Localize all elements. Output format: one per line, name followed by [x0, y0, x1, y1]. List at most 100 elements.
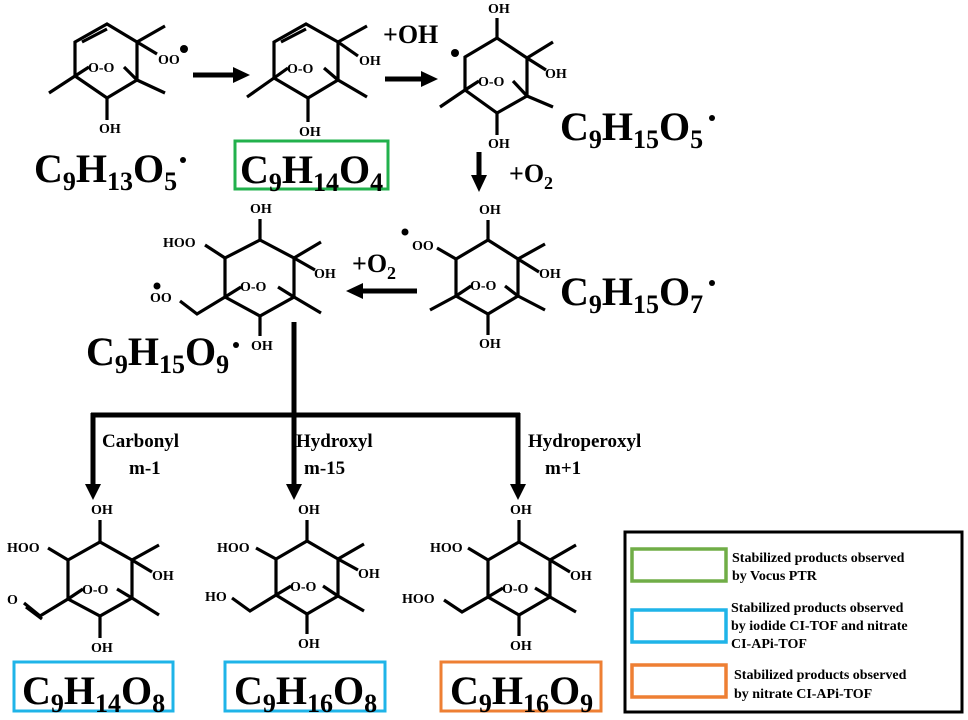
radical-dot-icon — [180, 45, 188, 53]
hydroxyl-label: OH — [488, 2, 510, 17]
hydroxyl-label: OH — [539, 267, 561, 282]
legend-frame — [623, 530, 964, 714]
molecule-1-skeleton — [48, 22, 166, 120]
molecule-2-skeleton — [246, 22, 368, 122]
legend-item-nitrate: Stabilized products observed by nitrate … — [630, 663, 907, 702]
molecule-c9h13o5-radical: O-O OO OH C9H13O5 — [34, 22, 188, 196]
branch-carbonyl: Carbonyl m-1 — [102, 431, 179, 479]
branch-name: Carbonyl — [102, 431, 179, 452]
branch-connector — [85, 322, 526, 500]
product-box-orange — [439, 660, 603, 713]
radical-dot-icon — [709, 115, 715, 121]
hydroxyl-label: OH — [479, 203, 501, 218]
peroxide-bridge-label: O-O — [82, 583, 109, 598]
radical-dot-icon — [709, 280, 715, 286]
legend-swatch-blue — [630, 608, 728, 644]
radical-dot-icon — [451, 49, 459, 57]
legend-swatch-orange — [630, 663, 728, 699]
legend-text-line: by iodide CI-TOF and nitrate — [731, 619, 908, 634]
branch-name: Hydroperoxyl — [528, 431, 641, 452]
hydroxyl-label: OH — [152, 569, 174, 584]
hydroxyl-label: OH — [299, 125, 321, 140]
molecule-c9h15o5-radical: OH OH O-O OH C9H15O5 — [439, 2, 715, 154]
arrow-right-2 — [385, 71, 438, 87]
molecule-c9h15o7-radical: OO OH OH O-O OH C9H15O7 — [401, 203, 715, 352]
molecule-c9h15o9-radical: OH HOO OH OO O-O OH C9H15O9 — [86, 202, 336, 379]
peroxide-bridge-label: O-O — [290, 580, 317, 595]
radical-dot-icon — [401, 228, 409, 236]
formula-subscript: 5 — [164, 167, 177, 196]
reagent-plus-o2-a: +O2 — [509, 159, 553, 193]
hydroxyl-label: OH — [298, 503, 320, 518]
product-c9h16o8: OH HOO OH HO O-O OH C9H16O8 — [205, 503, 387, 718]
legend-text-line: Stabilized products observed — [732, 551, 905, 566]
hydroxyl-label: OH — [479, 337, 501, 352]
hydroxyl-label: OH — [298, 637, 320, 652]
hydroxyl-label: OH — [91, 641, 113, 656]
peroxide-bridge-label: O-O — [88, 61, 115, 76]
formula-subscript: 13 — [107, 167, 133, 196]
hydroxyl-label: OH — [359, 54, 381, 69]
hydroxyl-label: OH — [99, 122, 121, 137]
formula-element: C — [34, 146, 63, 191]
arrow-down-1 — [471, 152, 487, 192]
peroxide-bridge-label: O-O — [478, 75, 505, 90]
hydroxyl-label: OH — [545, 67, 567, 82]
hydroperoxy-label: HOO — [430, 541, 463, 556]
hydroxyl-label: OH — [91, 503, 113, 518]
legend-text-line: by Vocus PTR — [732, 569, 818, 584]
branch-mass-shift: m-1 — [129, 458, 161, 479]
hydroxyl-label: OH — [510, 503, 532, 518]
product-c9h14o8: OH HOO OH O O-O OH C9H14O8 — [7, 503, 175, 718]
hydroxyl-label: OH — [358, 567, 380, 582]
hydroperoxy-label: HOO — [163, 236, 196, 251]
peroxide-bridge-label: O-O — [287, 62, 314, 77]
hydroxyl-label: OH — [570, 569, 592, 584]
molecule-4-skeleton — [429, 220, 546, 335]
formula-element: H — [76, 146, 107, 191]
legend-text-line: by nitrate CI-APi-TOF — [734, 687, 872, 702]
hydroxyl-label: OH — [250, 202, 272, 217]
hydroxyl-label: OH — [510, 639, 532, 654]
branch-name: Hydroxyl — [296, 431, 373, 452]
hydroxyl-label: OH — [251, 339, 273, 354]
legend-text-line: CI-APi-TOF — [731, 637, 807, 652]
legend-text-line: Stabilized products observed — [734, 668, 907, 683]
formula-c9h16o9: C9H16O9 — [450, 668, 593, 718]
branch-hydroxyl: Hydroxyl m-15 — [296, 431, 373, 479]
svg-text:C9H13O5: C9H13O5 — [34, 146, 177, 196]
arrow-left-1 — [346, 283, 417, 299]
formula-c9h14o8: C9H14O8 — [22, 668, 165, 718]
peroxy-oo-label: OO — [412, 239, 434, 254]
molecule-c9h14o4: O-O OH OH C9H14O4 — [233, 22, 390, 197]
hydroperoxy-label: HOO — [402, 592, 435, 607]
product-1-skeleton — [22, 520, 160, 638]
product-2-skeleton — [231, 520, 365, 634]
peroxide-bridge-label: O-O — [502, 582, 529, 597]
product-c9h16o9: OH HOO OH HOO O-O OH C9H16O9 — [402, 503, 603, 718]
formula-subscript: 9 — [63, 167, 76, 196]
branch-hydroperoxyl: Hydroperoxyl m+1 — [528, 431, 641, 479]
legend-text-line: Stabilized products observed — [731, 601, 904, 616]
formula-c9h14o4: C9H14O4 — [240, 147, 383, 197]
arrow-right-1 — [193, 67, 250, 83]
formula-c9h15o5: C9H15O5 — [560, 104, 703, 154]
product-box-blue — [12, 660, 175, 713]
molecule-5-skeleton — [179, 219, 322, 336]
peroxy-oo-label: OO — [158, 53, 180, 68]
reagent-plus-oh: +OH — [383, 20, 438, 49]
hydroxyl-label: OH — [314, 267, 336, 282]
legend: Stabilized products observed by Vocus PT… — [623, 530, 964, 714]
legend-item-vocus-ptr: Stabilized products observed by Vocus PT… — [630, 547, 905, 584]
legend-item-iodide-nitrate: Stabilized products observed by iodide C… — [630, 601, 908, 652]
radical-dot-icon — [233, 342, 239, 348]
reagent-plus-o2-b: +O2 — [352, 249, 396, 283]
peroxide-bridge-label: O-O — [240, 280, 267, 295]
carbonyl-oxygen-label: O — [7, 593, 18, 608]
branch-mass-shift: m+1 — [545, 458, 581, 479]
formula-c9h15o7: C9H15O7 — [560, 269, 703, 319]
radical-dot-icon — [180, 157, 186, 163]
formula-element: O — [133, 146, 164, 191]
product-box-green — [233, 139, 390, 191]
